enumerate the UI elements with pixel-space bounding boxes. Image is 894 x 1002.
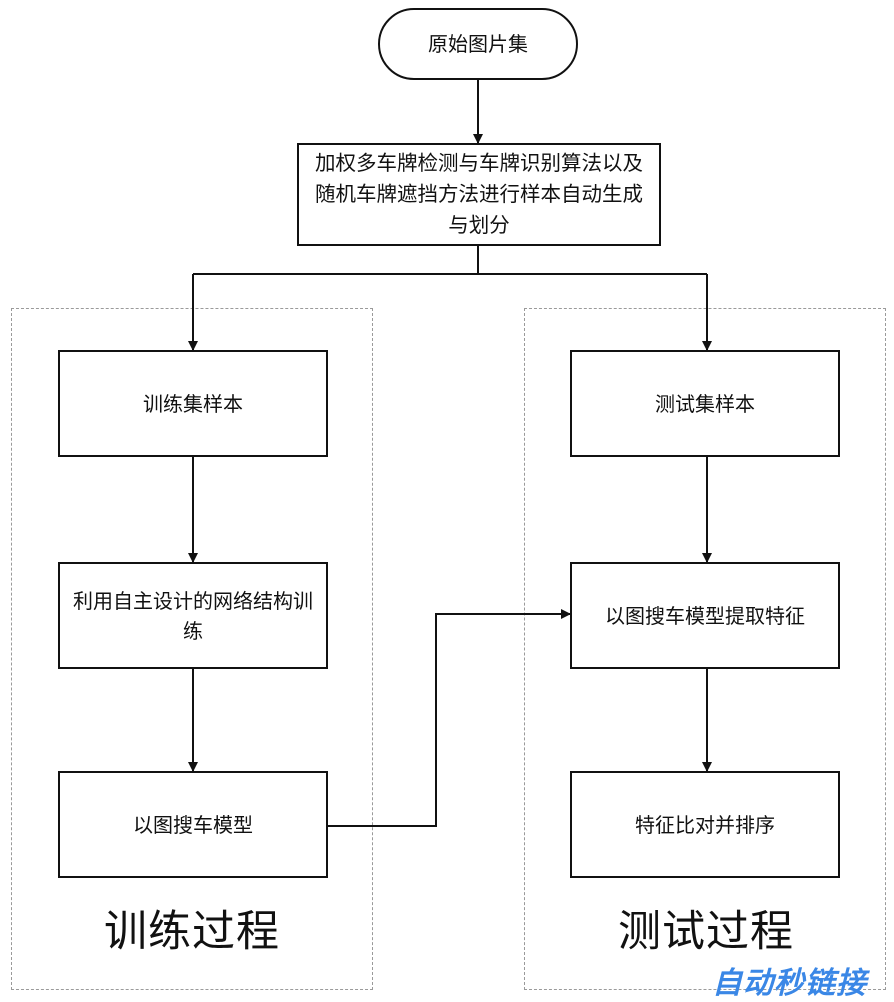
feature-extraction-box: 以图搜车模型提取特征 bbox=[570, 562, 840, 669]
train-samples-label: 训练集样本 bbox=[143, 391, 243, 416]
test-samples-label: 测试集样本 bbox=[655, 391, 755, 416]
testing-group-title: 测试过程 bbox=[618, 907, 794, 957]
sample-generation-label: 加权多车牌检测与车牌识别算法以及随机车牌遮挡方法进行样本自动生成与划分 bbox=[315, 151, 643, 237]
arrow-model-to-extract bbox=[326, 609, 571, 827]
search-model-box: 以图搜车模型 bbox=[58, 771, 328, 878]
compare-rank-box: 特征比对并排序 bbox=[570, 771, 840, 878]
sample-generation-box: 加权多车牌检测与车牌识别算法以及随机车牌遮挡方法进行样本自动生成与划分 bbox=[297, 143, 661, 246]
search-model-label: 以图搜车模型 bbox=[133, 812, 253, 837]
start-node-label: 原始图片集 bbox=[428, 32, 528, 56]
train-samples-box: 训练集样本 bbox=[58, 350, 328, 457]
start-node: 原始图片集 bbox=[378, 8, 578, 80]
testing-group bbox=[524, 308, 886, 990]
watermark-logo: 自动秒链接 bbox=[712, 966, 867, 1001]
train-network-label: 利用自主设计的网络结构训练 bbox=[73, 588, 313, 643]
compare-rank-label: 特征比对并排序 bbox=[635, 812, 775, 837]
train-network-box: 利用自主设计的网络结构训练 bbox=[58, 562, 328, 669]
connector-split-bar bbox=[193, 245, 707, 275]
feature-extraction-label: 以图搜车模型提取特征 bbox=[605, 603, 805, 628]
training-group-title: 训练过程 bbox=[104, 907, 280, 957]
test-samples-box: 测试集样本 bbox=[570, 350, 840, 457]
